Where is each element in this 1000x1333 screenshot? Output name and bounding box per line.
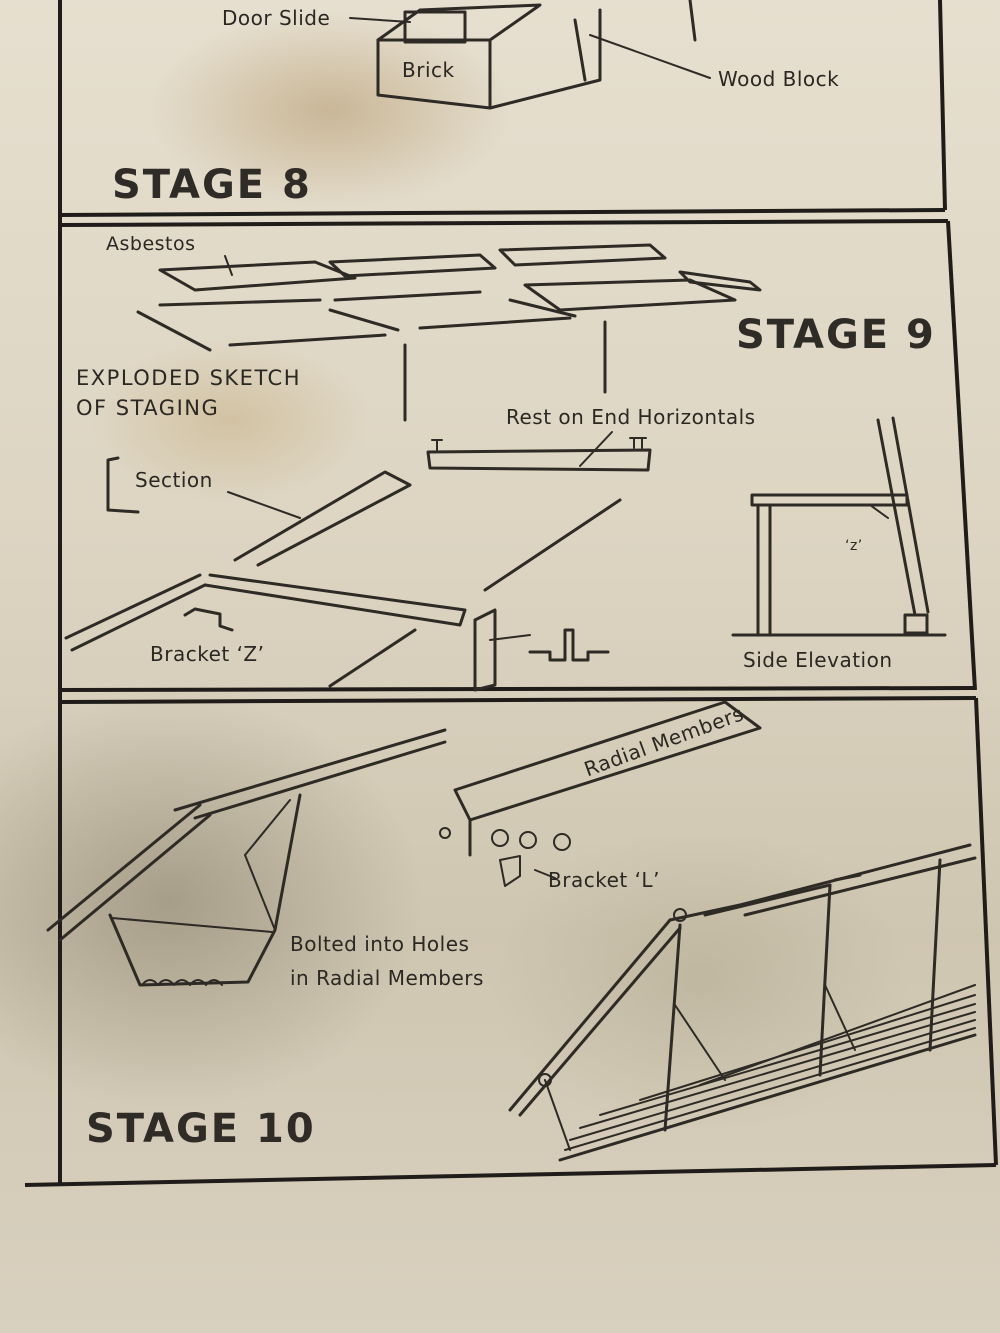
stage-9-title: STAGE 9 (736, 312, 936, 358)
asbestos-label: Asbestos (106, 233, 196, 255)
section-symbol (106, 456, 140, 514)
angle-members (64, 470, 622, 692)
wood-block-label: Wood Block (718, 67, 840, 91)
exploded-sketch-line2: OF STAGING (76, 396, 220, 420)
bracket-l-label: Bracket ‘L’ (548, 868, 660, 892)
bolted-line2-label: in Radial Members (290, 966, 484, 990)
frame-right-top (938, 0, 947, 211)
divider-stage8 (59, 208, 946, 217)
radial-member-drawing (439, 700, 762, 887)
stage-10-title: STAGE 10 (86, 1106, 316, 1152)
bracket-z-label: Bracket ‘Z’ (150, 642, 265, 666)
door-slide-label: Door Slide (222, 6, 331, 30)
divider-stage9-top (59, 219, 949, 227)
bolted-line1-label: Bolted into Holes (290, 932, 470, 956)
brick-drawing (349, 0, 711, 110)
side-elevation-label: Side Elevation (743, 648, 893, 672)
asbestos-sheets (158, 243, 762, 312)
exploded-sketch-line1: EXPLODED SKETCH (76, 366, 302, 390)
bracket-z-drawings (183, 607, 610, 662)
frame-bottom (24, 1163, 997, 1187)
section-label: Section (135, 468, 213, 492)
side-elevation-drawing (731, 416, 947, 637)
z-small-label: ‘z’ (845, 538, 863, 554)
frame-right-mid (946, 220, 977, 691)
staging-rails (136, 290, 607, 422)
divider-stage9 (59, 686, 976, 692)
divider-stage10-top (59, 696, 977, 704)
end-horizontal-bar (426, 431, 652, 472)
roof-truss-left (46, 728, 447, 987)
stage-8-title: STAGE 8 (112, 162, 312, 208)
rest-on-end-label: Rest on End Horizontals (506, 405, 756, 429)
greenhouse-frame-right (508, 843, 977, 1162)
frame-right-bottom (974, 697, 998, 1166)
brick-label: Brick (402, 58, 455, 82)
